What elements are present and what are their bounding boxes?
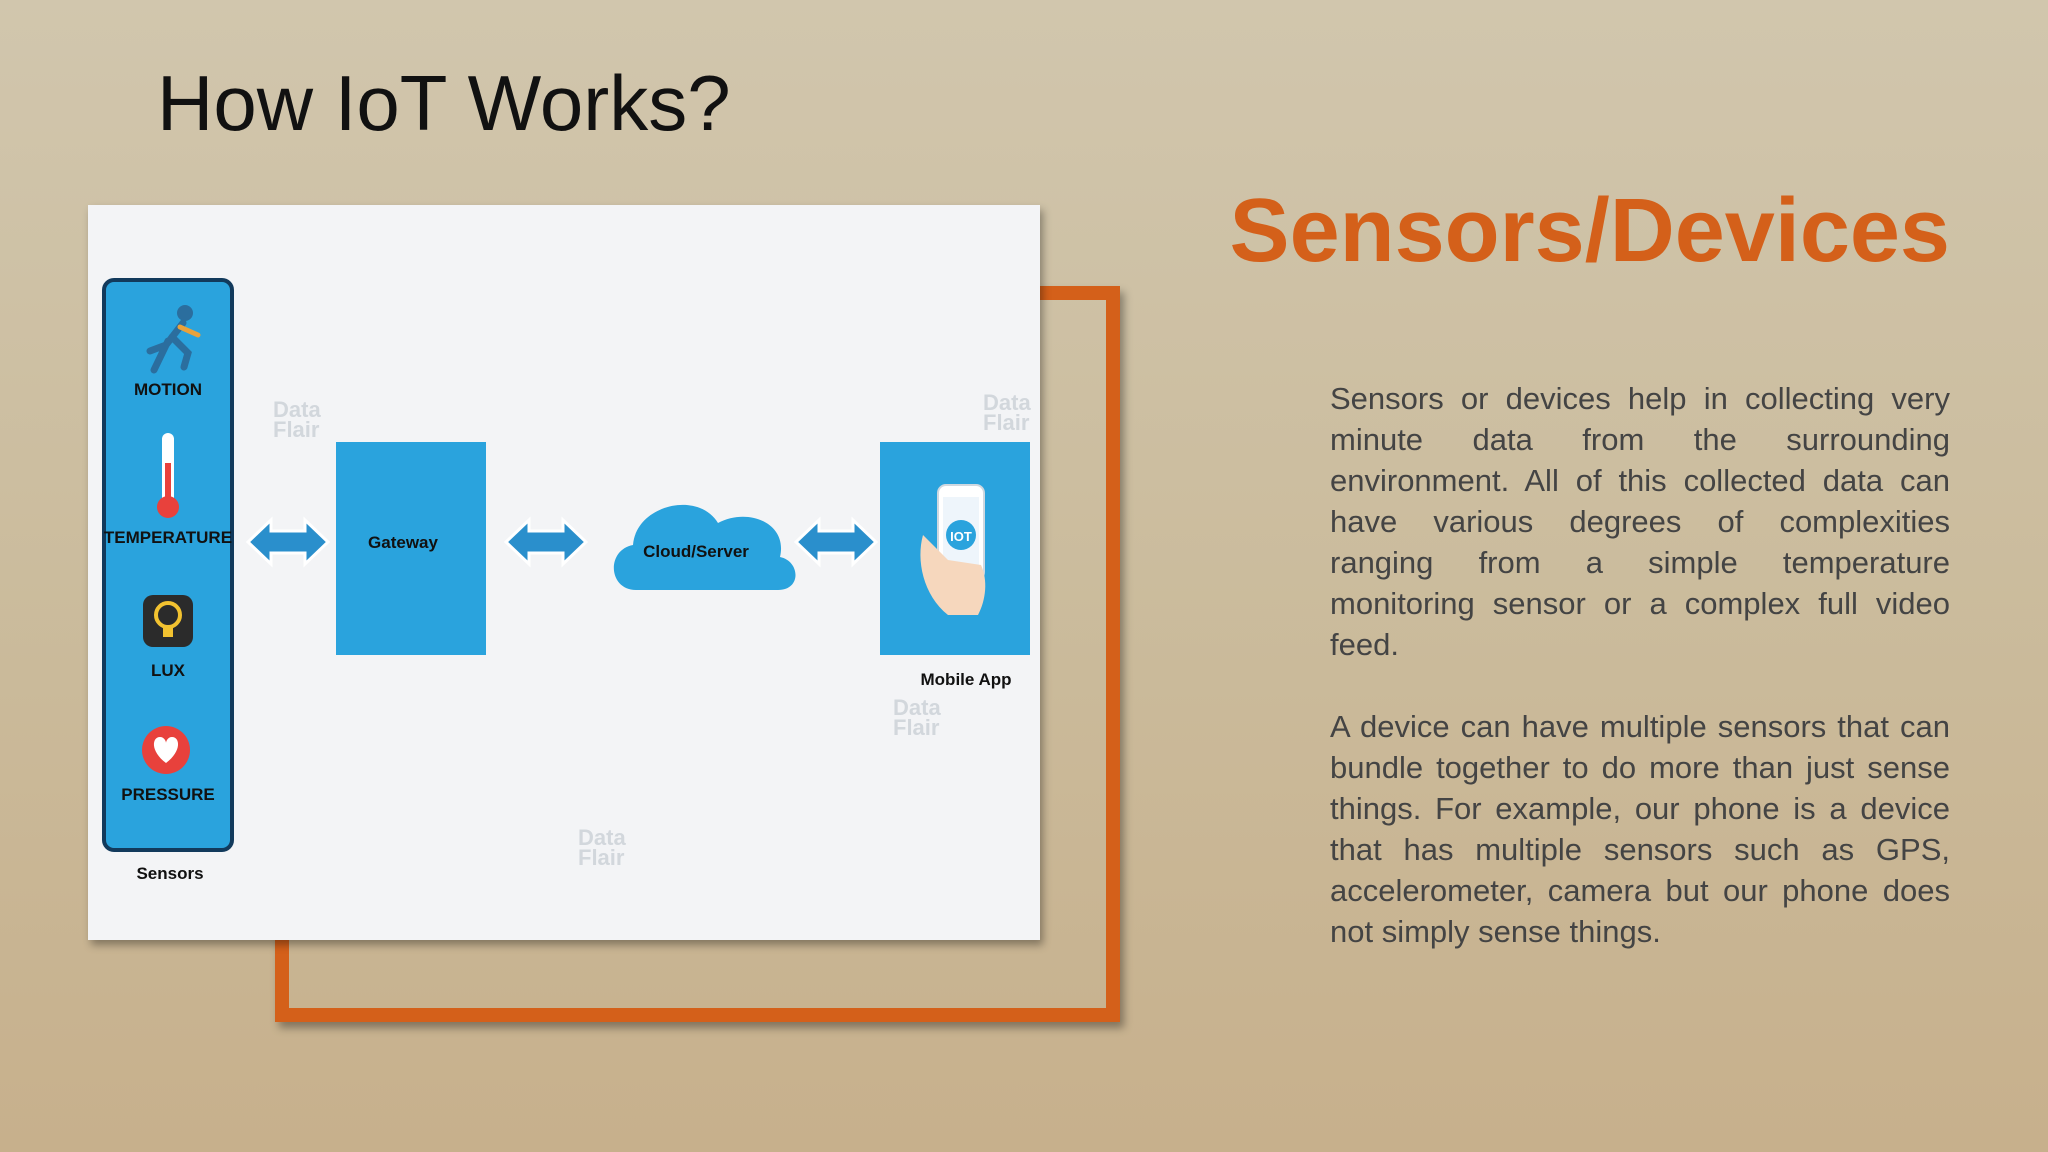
sensor-label-motion: MOTION	[134, 380, 202, 399]
double-arrow-icon	[245, 516, 879, 568]
sensor-label-pressure: PRESSURE	[121, 785, 215, 804]
sensor-label-temperature: TEMPERATURE	[104, 528, 232, 547]
thermometer-icon	[157, 433, 179, 518]
body-paragraph-2: A device can have multiple sensors that …	[1330, 709, 1950, 949]
light-bulb-icon	[143, 595, 193, 647]
mobile-app-box: IOT Mobile App	[880, 442, 1030, 689]
svg-text:Gateway: Gateway	[368, 533, 438, 552]
sensor-label-lux: LUX	[151, 661, 186, 680]
phone-hand-icon: IOT	[920, 484, 986, 615]
svg-text:Data: Data	[273, 397, 321, 422]
iot-diagram-svg: Data Flair Data Flair Data Flair Data Fl…	[102, 278, 1031, 883]
running-person-icon	[146, 305, 201, 374]
svg-text:Data: Data	[983, 390, 1031, 415]
iot-diagram: Data Flair Data Flair Data Flair Data Fl…	[88, 205, 1040, 940]
cloud-icon: Cloud/Server	[613, 504, 796, 590]
svg-text:IOT: IOT	[950, 529, 972, 544]
heart-icon	[142, 726, 190, 774]
body-paragraph-1: Sensors or devices help in collecting ve…	[1330, 381, 1950, 662]
section-heading: Sensors/Devices	[1229, 181, 1950, 281]
svg-text:Data: Data	[893, 695, 941, 720]
svg-text:Flair: Flair	[893, 715, 940, 740]
svg-text:Flair: Flair	[578, 845, 625, 870]
sensors-caption: Sensors	[136, 864, 203, 883]
slide-title: How IoT Works?	[157, 59, 731, 147]
gateway-box: Gateway	[336, 442, 486, 655]
cloud-label: Cloud/Server	[643, 542, 749, 561]
mobile-app-caption: Mobile App	[921, 670, 1012, 689]
sensors-panel: MOTION TEMPERATURE LUX PRESSURE	[102, 278, 234, 852]
watermark: Data Flair Data Flair Data Flair Data Fl…	[273, 390, 1031, 870]
svg-text:Flair: Flair	[273, 417, 320, 442]
svg-text:Data: Data	[578, 825, 626, 850]
svg-text:Flair: Flair	[983, 410, 1030, 435]
